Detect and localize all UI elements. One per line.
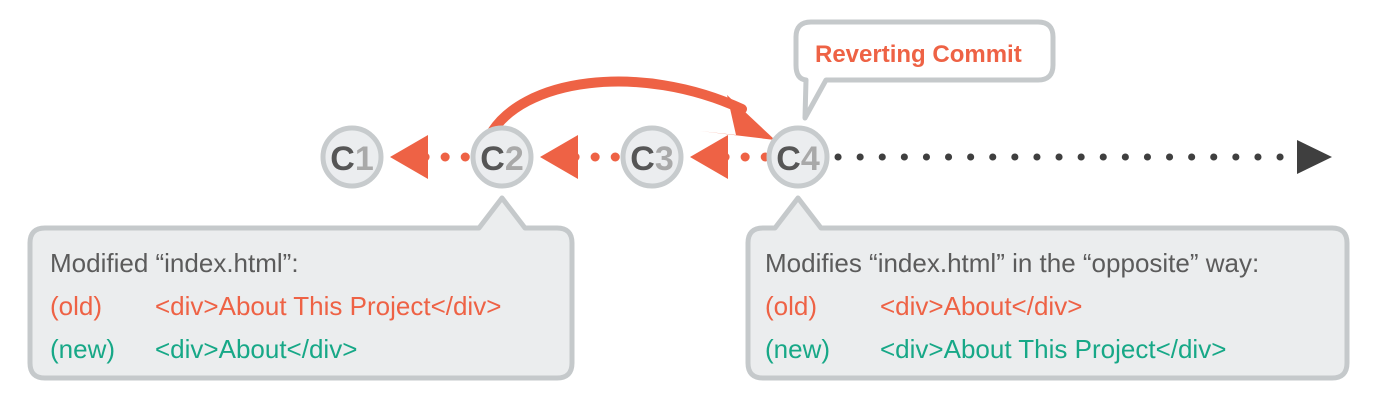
callout-c2-row1-tag: (new) bbox=[50, 334, 115, 364]
commit-node-c4[interactable]: C4 bbox=[766, 125, 830, 189]
parent-link-c2-c1-arrowhead bbox=[390, 135, 428, 179]
commit-node-c4-circle bbox=[766, 125, 830, 189]
callout-c2: Modified “index.html”: (old) <div>About … bbox=[27, 195, 575, 381]
callout-c4: Modifies “index.html” in the “opposite” … bbox=[745, 195, 1350, 381]
parent-link-c3-c2-arrowhead bbox=[540, 135, 578, 179]
commit-c1-digit: 1 bbox=[355, 140, 374, 178]
commit-node-c4-label: C4 bbox=[776, 140, 820, 178]
commit-c1-letter: C bbox=[330, 140, 355, 178]
commit-c4-letter: C bbox=[776, 140, 801, 178]
callout-c4-heading: Modifies “index.html” in the “opposite” … bbox=[765, 248, 1259, 278]
commit-node-c1-label: C1 bbox=[330, 140, 373, 178]
commit-c3-digit: 3 bbox=[655, 140, 674, 178]
bubble-label: Reverting Commit bbox=[815, 41, 1022, 68]
commit-node-c2-label: C2 bbox=[480, 140, 523, 178]
revert-curve-arrowhead bbox=[700, 95, 775, 140]
callout-c4-row1-tag: (new) bbox=[765, 334, 830, 364]
callout-c4-row0-code: <div>About</div> bbox=[880, 291, 1082, 321]
commit-c2-letter: C bbox=[480, 140, 505, 178]
parent-link-c4-c3-arrowhead bbox=[690, 135, 728, 179]
commit-node-c1-circle bbox=[320, 125, 384, 189]
bubble-shape bbox=[793, 19, 1056, 121]
reverting-commit-bubble: Reverting Commit bbox=[793, 19, 1056, 121]
callout-c2-heading: Modified “index.html”: bbox=[50, 248, 299, 278]
parent-link-c2-c1 bbox=[390, 135, 475, 179]
parent-link-c4-c3 bbox=[690, 135, 773, 179]
parent-link-c3-c2 bbox=[540, 135, 625, 179]
callout-c4-row0-tag: (old) bbox=[765, 291, 817, 321]
commit-node-c3-circle bbox=[620, 125, 684, 189]
commit-node-c1[interactable]: C1 bbox=[320, 125, 384, 189]
commit-node-c3-label: C3 bbox=[630, 140, 673, 178]
revert-curve bbox=[484, 76, 775, 142]
history-timeline bbox=[834, 140, 1332, 174]
callout-c2-tail bbox=[27, 195, 575, 381]
commit-c2-digit: 2 bbox=[505, 140, 524, 178]
commit-c3-letter: C bbox=[630, 140, 655, 178]
callout-c4-row1-code: <div>About This Project</div> bbox=[880, 334, 1226, 364]
commit-node-c2[interactable]: C2 bbox=[470, 125, 534, 189]
revert-curve-path bbox=[484, 76, 747, 142]
callout-c2-row1-code: <div>About</div> bbox=[155, 334, 357, 364]
commit-node-c2-circle bbox=[470, 125, 534, 189]
commit-node-c3[interactable]: C3 bbox=[620, 125, 684, 189]
commit-c4-digit: 4 bbox=[801, 140, 820, 178]
timeline-arrowhead bbox=[1297, 140, 1332, 174]
callout-c2-row0-code: <div>About This Project</div> bbox=[155, 291, 501, 321]
callout-c4-tail bbox=[745, 195, 1350, 381]
callout-c2-row0-tag: (old) bbox=[50, 291, 102, 321]
